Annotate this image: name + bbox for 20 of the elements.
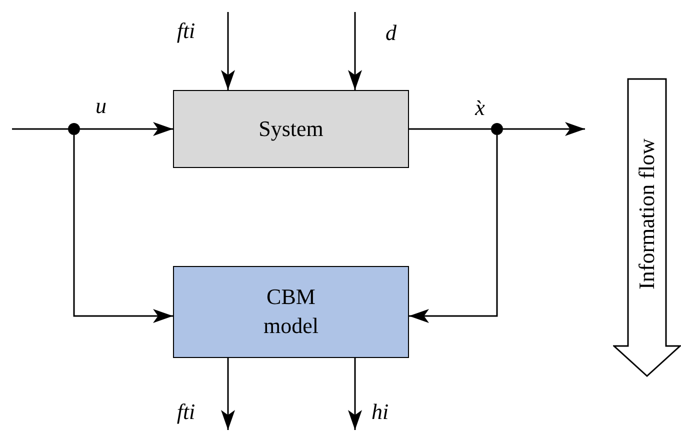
arrow	[73, 135, 173, 323]
box-label: CBM model	[262, 283, 320, 340]
arrow	[503, 122, 585, 136]
arrow	[409, 135, 498, 323]
model-box	[173, 266, 409, 358]
arrow	[221, 358, 235, 430]
arrow	[221, 12, 235, 90]
connector-line	[12, 128, 68, 130]
connector-line	[409, 128, 491, 130]
junction-dot	[491, 123, 503, 135]
signal-label: fti	[174, 401, 198, 423]
flow-arrow	[613, 78, 681, 378]
arrow	[80, 122, 173, 136]
arrow	[348, 358, 362, 430]
box-label: System	[258, 114, 324, 143]
process-box	[173, 90, 409, 168]
signal-label: fti	[174, 20, 198, 42]
arrow	[348, 12, 362, 90]
junction-dot	[68, 123, 80, 135]
flow-label: Information flow	[636, 138, 658, 290]
